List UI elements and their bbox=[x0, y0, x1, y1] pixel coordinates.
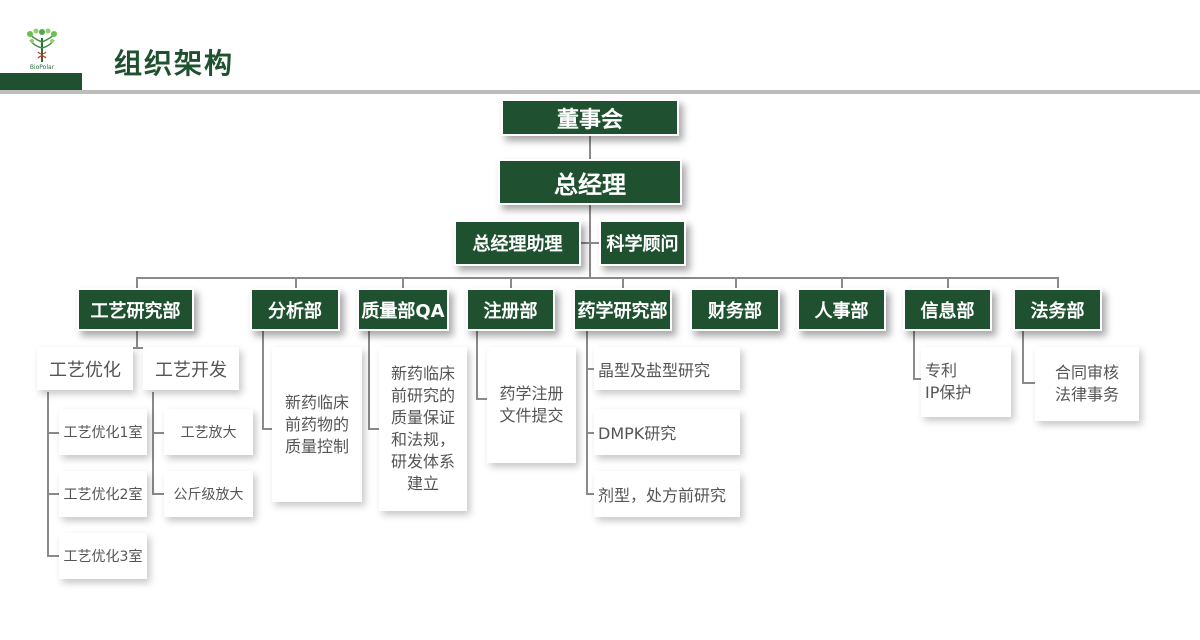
dept-legal: 法务部 bbox=[1013, 288, 1102, 331]
drop-line bbox=[1057, 277, 1059, 289]
department-bus-line bbox=[136, 277, 1058, 279]
drop-line bbox=[735, 277, 737, 289]
drop-line bbox=[136, 277, 138, 289]
branch-tick bbox=[152, 493, 166, 495]
develop-branch-line bbox=[152, 392, 154, 495]
advisor-link-line bbox=[581, 242, 599, 244]
pharmaceutics-tick bbox=[586, 368, 596, 370]
optimize-branch-line bbox=[47, 392, 49, 556]
registration-line bbox=[476, 330, 478, 400]
board-node: 董事会 bbox=[501, 99, 679, 136]
legal-tick bbox=[1022, 382, 1036, 384]
pharmaceutics-item: 剂型，处方前研究 bbox=[594, 471, 740, 517]
header-divider bbox=[0, 90, 1200, 94]
dept-finance: 财务部 bbox=[690, 288, 780, 331]
dept-analysis: 分析部 bbox=[250, 288, 340, 331]
general-manager-node: 总经理 bbox=[498, 159, 682, 205]
qa-line bbox=[368, 330, 370, 430]
process-sub-bus-line bbox=[82, 347, 190, 349]
legal-description: 合同审核 法律事务 bbox=[1035, 347, 1139, 421]
analysis-tick bbox=[262, 428, 274, 430]
pharmaceutics-tick bbox=[586, 432, 596, 434]
trunk-line bbox=[589, 135, 591, 277]
process-optimize-room: 工艺优化2室 bbox=[59, 471, 147, 517]
drop-line bbox=[947, 277, 949, 289]
drop-line bbox=[510, 277, 512, 289]
branch-tick bbox=[47, 555, 61, 557]
pharmaceutics-item: DMPK研究 bbox=[594, 409, 740, 455]
logo-text: BioPolar bbox=[29, 64, 55, 71]
drop-line bbox=[295, 277, 297, 289]
qa-tick bbox=[368, 428, 380, 430]
header-accent-bar bbox=[0, 73, 82, 91]
analysis-description: 新药临床 前药物的 质量控制 bbox=[272, 347, 362, 502]
process-optimize-node: 工艺优化 bbox=[37, 347, 133, 390]
process-sub-line bbox=[136, 330, 138, 348]
branch-tick bbox=[47, 432, 61, 434]
branch-tick bbox=[47, 493, 61, 495]
dept-process-research: 工艺研究部 bbox=[77, 288, 194, 331]
process-develop-item: 工艺放大 bbox=[164, 409, 253, 455]
dept-hr: 人事部 bbox=[797, 288, 886, 331]
branch-tick bbox=[152, 432, 166, 434]
process-optimize-room: 工艺优化3室 bbox=[59, 533, 147, 579]
qa-description: 新药临床 前研究的 质量保证 和法规， 研发体系 建立 bbox=[379, 347, 467, 511]
process-develop-node: 工艺开发 bbox=[143, 347, 239, 390]
analysis-line bbox=[262, 330, 264, 430]
dept-info: 信息部 bbox=[903, 288, 992, 331]
pharmaceutics-item: 晶型及盐型研究 bbox=[594, 347, 740, 390]
legal-line bbox=[1022, 330, 1024, 384]
pharmaceutics-line bbox=[586, 330, 588, 494]
process-develop-item: 公斤级放大 bbox=[164, 471, 253, 517]
info-tick bbox=[913, 378, 925, 380]
info-line bbox=[913, 330, 915, 380]
science-advisor-node: 科学顾问 bbox=[599, 220, 686, 266]
logo: BioPolar bbox=[22, 28, 62, 74]
dept-qa: 质量部QA bbox=[357, 288, 449, 331]
gm-assistant-node: 总经理助理 bbox=[454, 220, 581, 266]
registration-tick bbox=[476, 398, 488, 400]
drop-line bbox=[402, 277, 404, 289]
info-description: 专利 IP保护 bbox=[921, 347, 1011, 417]
page-title: 组织架构 bbox=[114, 47, 235, 80]
drop-line bbox=[841, 277, 843, 289]
tree-logo-icon bbox=[27, 28, 57, 62]
pharmaceutics-tick bbox=[586, 493, 596, 495]
dept-pharmaceutics: 药学研究部 bbox=[573, 288, 672, 331]
registration-description: 药学注册 文件提交 bbox=[487, 347, 576, 463]
dept-registration: 注册部 bbox=[466, 288, 555, 331]
process-optimize-room: 工艺优化1室 bbox=[59, 409, 147, 455]
drop-line bbox=[622, 277, 624, 289]
